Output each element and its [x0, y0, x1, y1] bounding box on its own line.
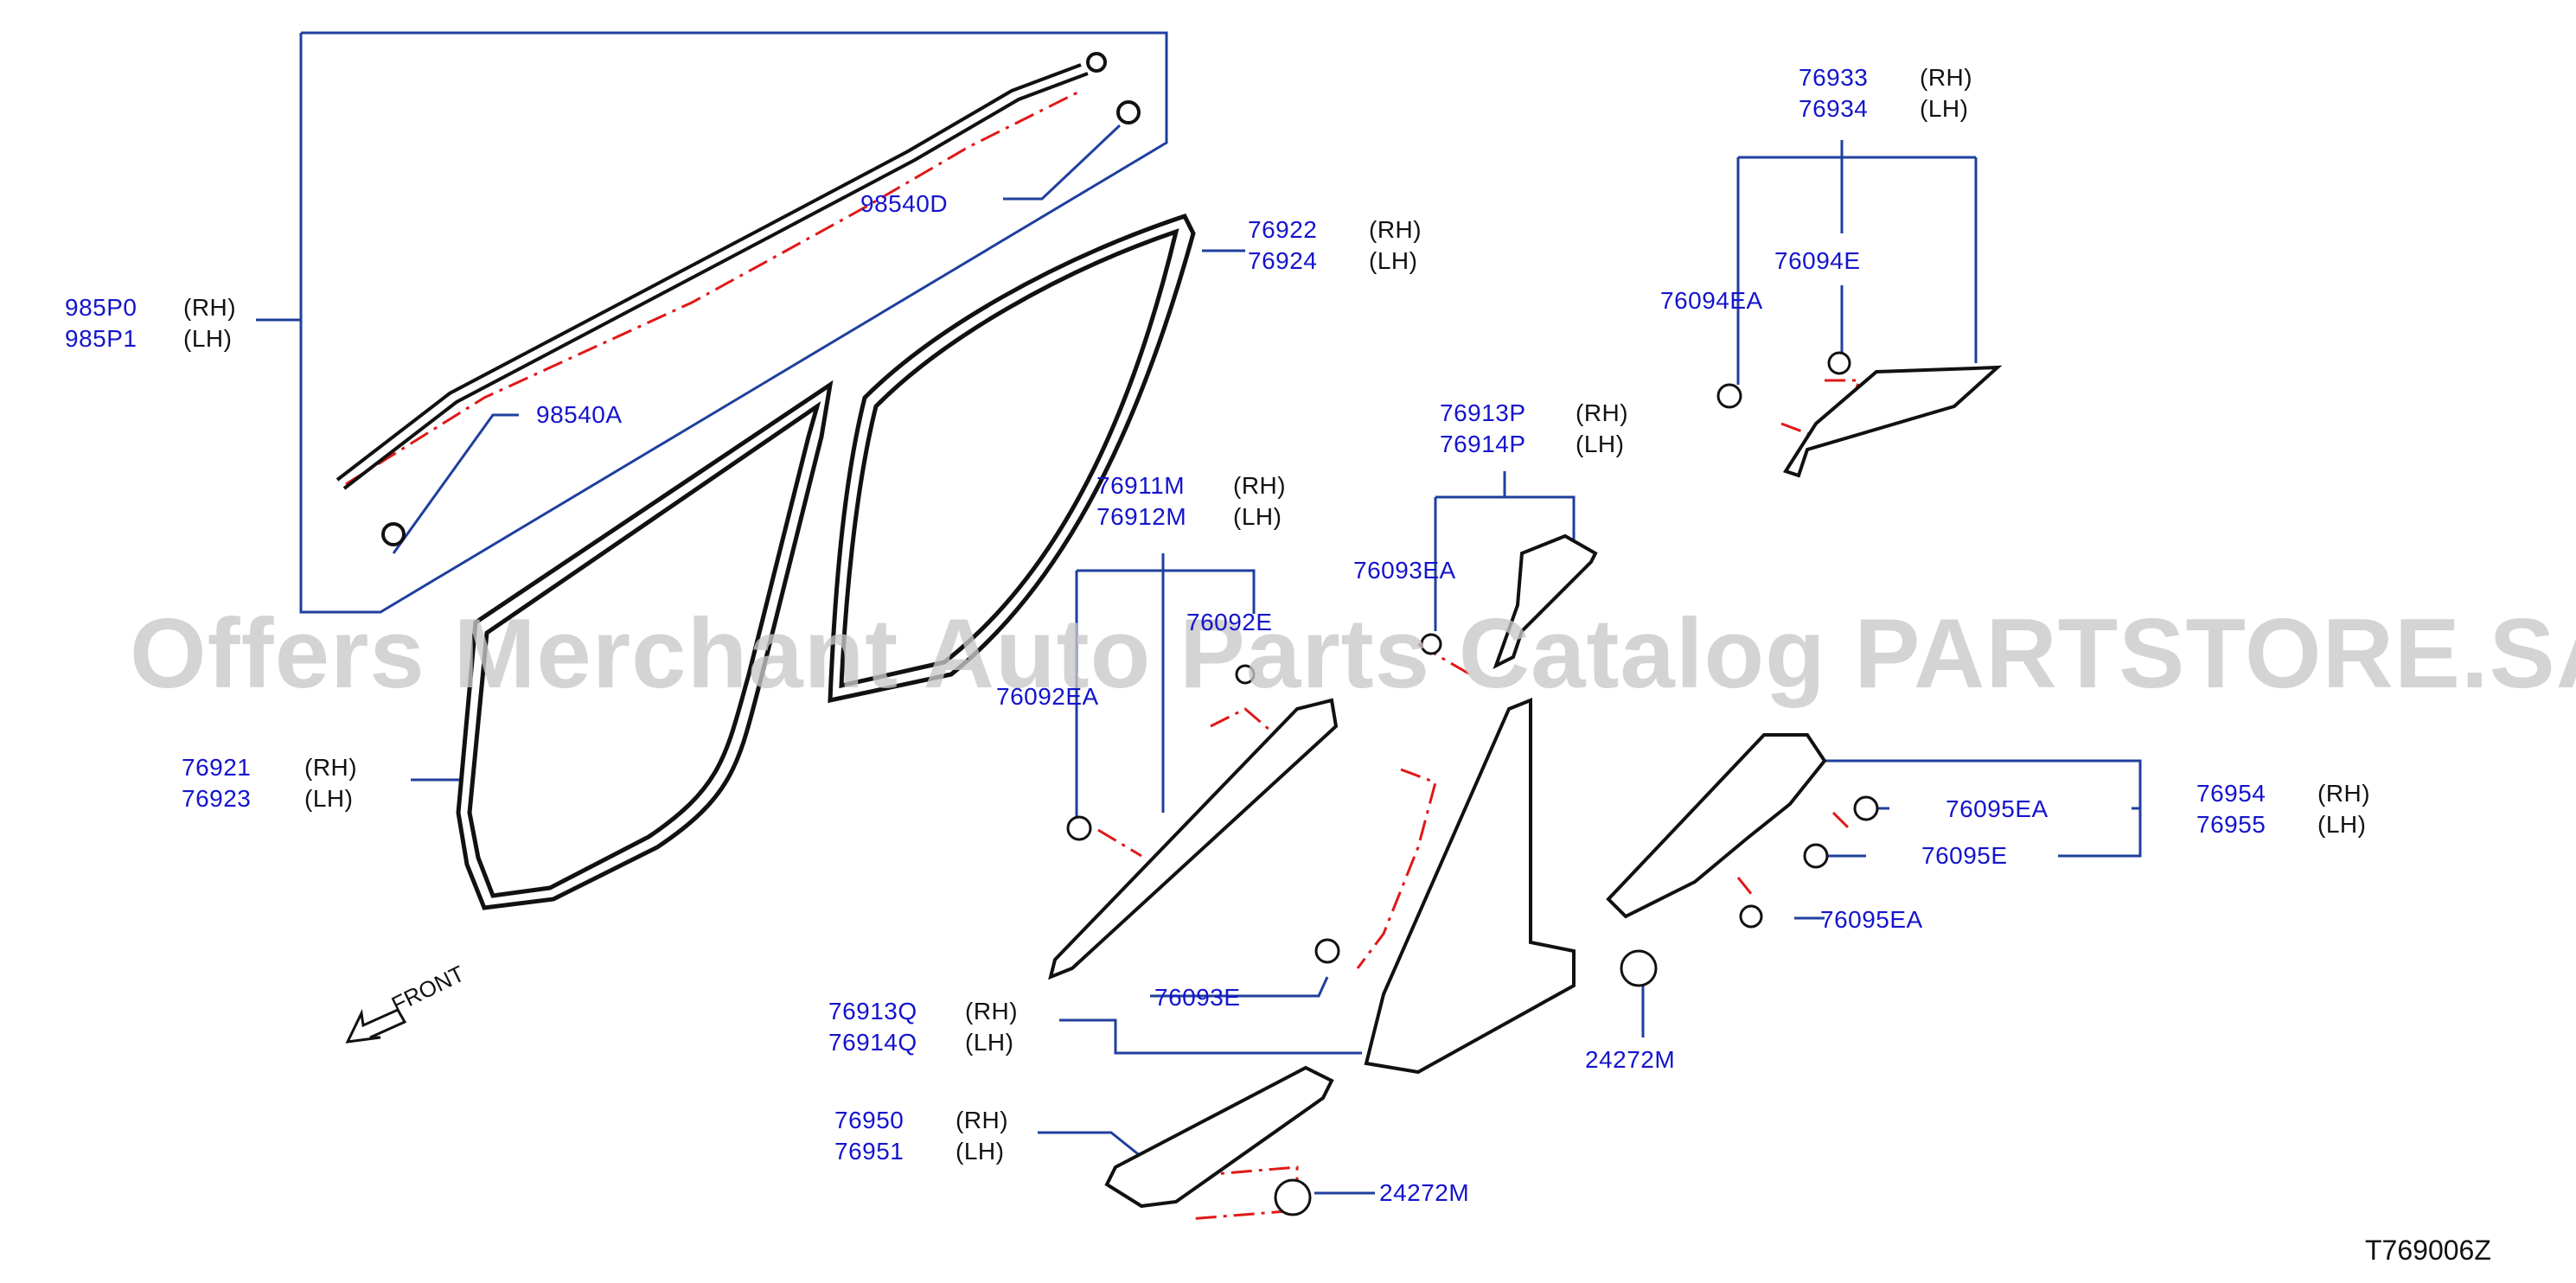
diagram-reference: T769006Z	[2365, 1235, 2491, 1266]
callout-76911M[interactable]: 76911M	[1096, 472, 1186, 499]
lh-label: (LH)	[183, 325, 233, 352]
callout-985P0[interactable]: 985P0	[65, 294, 137, 321]
callout-98540D[interactable]: 98540D	[860, 190, 949, 217]
lh-label: (LH)	[1233, 503, 1282, 530]
callout-76094EA[interactable]: 76094EA	[1660, 287, 1763, 314]
callout-24272M-right[interactable]: 24272M	[1585, 1046, 1676, 1073]
lh-label: (LH)	[304, 785, 354, 812]
rh-label: (RH)	[304, 754, 358, 781]
callout-76095EA-lower[interactable]: 76095EA	[1820, 906, 1923, 933]
rear-pillar-trim	[1782, 365, 2003, 478]
rh-label: (RH)	[956, 1107, 1009, 1133]
callout-76095EA-upper[interactable]: 76095EA	[1946, 795, 2049, 822]
curtain-airbag	[336, 52, 1141, 546]
lh-label: (LH)	[2317, 811, 2367, 838]
callout-24272M-bottom[interactable]: 24272M	[1379, 1179, 1470, 1206]
front-kicking-plate	[1104, 1065, 1334, 1209]
rear-kicking-plate	[1606, 733, 1827, 919]
front-pillar-trim	[1048, 698, 1339, 980]
weatherstrip-rear	[456, 380, 834, 910]
callout-76921[interactable]: 76921	[182, 754, 252, 781]
callout-76912M[interactable]: 76912M	[1096, 503, 1187, 530]
callout-76951[interactable]: 76951	[834, 1138, 904, 1165]
callout-76955[interactable]: 76955	[2196, 811, 2266, 838]
callout-76093EA[interactable]: 76093EA	[1353, 557, 1456, 584]
weatherstrip-front	[828, 213, 1196, 704]
callout-76933[interactable]: 76933	[1799, 64, 1869, 91]
callout-76913P[interactable]: 76913P	[1440, 399, 1526, 426]
rh-label: (RH)	[1233, 472, 1287, 499]
callout-76954[interactable]: 76954	[2196, 780, 2266, 807]
lh-label: (LH)	[1369, 247, 1418, 274]
rh-label: (RH)	[965, 998, 1019, 1024]
lh-label: (LH)	[1920, 95, 1969, 122]
callout-76914P[interactable]: 76914P	[1440, 431, 1526, 457]
callout-76093E[interactable]: 76093E	[1154, 984, 1241, 1011]
rh-label: (RH)	[1920, 64, 1973, 91]
center-pillar-trim	[1364, 533, 1598, 1075]
callout-76924[interactable]: 76924	[1248, 247, 1318, 274]
callout-76095E[interactable]: 76095E	[1921, 842, 2008, 869]
callout-76092EA[interactable]: 76092EA	[996, 683, 1099, 710]
rh-label: (RH)	[1576, 399, 1629, 426]
callout-76914Q[interactable]: 76914Q	[828, 1029, 917, 1056]
rh-label: (RH)	[183, 294, 237, 321]
callout-76922[interactable]: 76922	[1248, 216, 1318, 243]
callout-76913Q[interactable]: 76913Q	[828, 998, 917, 1024]
watermark: Offers Merchant Auto Parts Catalog PARTS…	[130, 599, 2576, 709]
lh-label: (LH)	[1576, 431, 1625, 457]
callout-985P1[interactable]: 985P1	[65, 325, 137, 352]
callout-76092E[interactable]: 76092E	[1186, 609, 1273, 635]
front-arrow-icon	[345, 1008, 407, 1044]
callout-76923[interactable]: 76923	[182, 785, 252, 812]
leader-lines	[256, 124, 2142, 1195]
callout-98540A[interactable]: 98540A	[536, 401, 623, 428]
callout-76950[interactable]: 76950	[834, 1107, 904, 1133]
airbag-group-box	[299, 31, 1168, 614]
callout-76934[interactable]: 76934	[1799, 95, 1869, 122]
rh-label: (RH)	[1369, 216, 1422, 243]
rh-label: (RH)	[2317, 780, 2371, 807]
clips	[1066, 351, 1879, 1216]
lh-label: (LH)	[956, 1138, 1005, 1165]
lh-label: (LH)	[965, 1029, 1014, 1056]
callout-76094E[interactable]: 76094E	[1774, 247, 1861, 274]
